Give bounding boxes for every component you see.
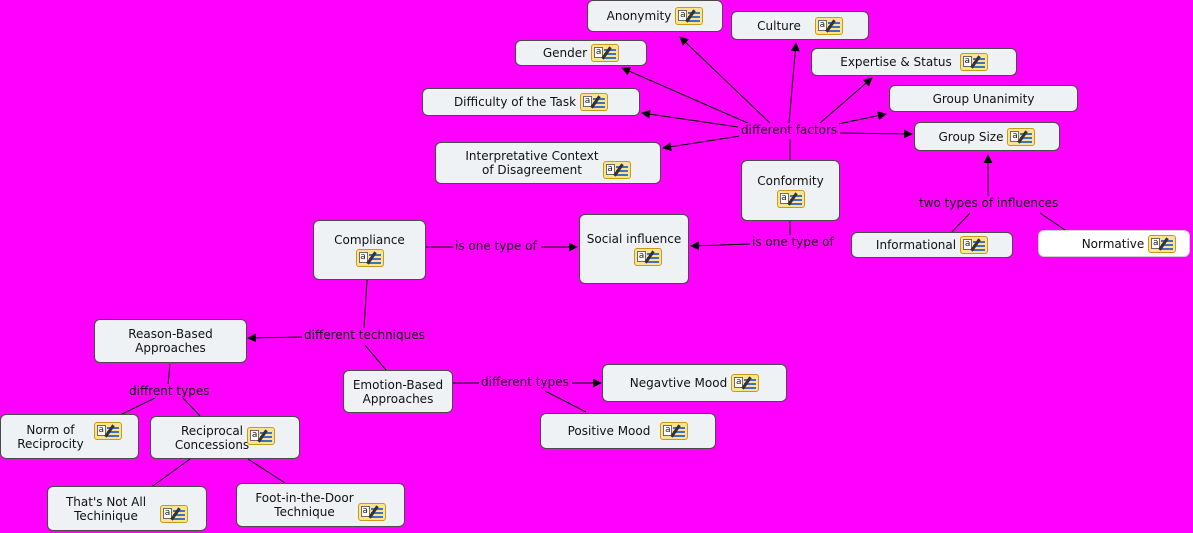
node-informational[interactable]: Informational a [851, 232, 1013, 258]
link-compliance-techniques [363, 279, 368, 329]
emotion-based-label: Emotion-Based Approaches [352, 377, 444, 406]
node-reciprocal-concessions[interactable]: Reciprocal Concessions a [150, 416, 300, 459]
arrow-to-social-influence-right [690, 241, 751, 251]
annotation-note-icon[interactable]: a [93, 421, 122, 440]
link-informational-types [951, 212, 971, 233]
node-thats-not-all[interactable]: That's Not All Techinique a [47, 486, 207, 531]
link-reason-types [167, 363, 171, 386]
link-label-different-types: different types [479, 375, 571, 389]
annotation-note-icon[interactable]: a [814, 16, 843, 35]
annotation-note-icon[interactable]: a [776, 189, 805, 208]
thats-not-all-label: That's Not All Techinique [65, 494, 147, 523]
annotation-note-icon[interactable]: a [580, 93, 609, 111]
anonymity-label: Anonymity [606, 9, 672, 23]
node-expertise-status[interactable]: Expertise & Status a [811, 48, 1017, 76]
gender-label: Gender [542, 46, 588, 60]
group-size-label: Group Size [938, 129, 1004, 144]
arrow-to-difficulty [641, 109, 739, 128]
node-normative[interactable]: Normative a [1038, 230, 1190, 257]
informational-label: Informational [875, 238, 957, 252]
annotation-note-icon[interactable]: a [160, 504, 189, 523]
node-difficulty[interactable]: Difficulty of the Task a [422, 88, 640, 116]
arrow-to-group-unanimity [837, 111, 887, 125]
node-norm-reciprocity[interactable]: Norm of Reciprocity a [0, 414, 139, 459]
annotation-note-icon[interactable]: a [1148, 234, 1177, 253]
node-gender[interactable]: Gender a [515, 40, 647, 66]
node-compliance[interactable]: Compliance a [313, 220, 426, 280]
node-negative-mood[interactable]: Negavtive Mood a [602, 364, 787, 402]
node-anonymity[interactable]: Anonymity a [587, 0, 723, 32]
link-label-different-factors: different factors [739, 123, 840, 137]
annotation-note-icon[interactable]: a [675, 7, 704, 25]
link-label-two-types: two types of influences [917, 196, 1061, 210]
conformity-label: Conformity [757, 173, 824, 188]
link-label-diffrent-types: diffrent types [127, 384, 212, 398]
annotation-note-icon[interactable]: a [731, 374, 760, 392]
annotation-note-icon[interactable]: a [1007, 127, 1036, 146]
link-techniques-emotion [364, 344, 387, 371]
link-reciprocal-thatsnotall [149, 458, 191, 489]
positive-mood-label: Positive Mood [567, 424, 651, 438]
arrow-to-culture [788, 42, 800, 124]
link-label-different-techniques: different techniques [302, 328, 427, 342]
annotation-note-icon[interactable]: a [634, 248, 662, 266]
reciprocal-concessions-label: Reciprocal Concessions [174, 423, 250, 452]
annotation-note-icon[interactable]: a [591, 44, 620, 62]
annotation-note-icon[interactable]: a [960, 236, 989, 254]
normative-label: Normative [1081, 236, 1145, 251]
arrow-to-anonymity [679, 36, 771, 124]
node-emotion-based[interactable]: Emotion-Based Approaches [343, 370, 453, 413]
node-group-unanimity[interactable]: Group Unanimity [889, 85, 1078, 112]
compliance-label: Compliance [334, 233, 405, 247]
negative-mood-label: Negavtive Mood [629, 376, 728, 390]
annotation-note-icon[interactable]: a [660, 422, 689, 440]
arrow-to-expertise [819, 77, 873, 124]
arrow-to-gender [621, 67, 751, 125]
culture-label: Culture [757, 18, 801, 33]
node-group-size[interactable]: Group Size a [914, 122, 1060, 151]
social-influence-label: Social influence [586, 232, 682, 246]
group-unanimity-label: Group Unanimity [932, 91, 1035, 106]
annotation-note-icon[interactable]: a [355, 249, 384, 267]
node-conformity[interactable]: Conformity a [741, 160, 840, 221]
annotation-note-icon[interactable]: a [602, 161, 631, 179]
link-types-positive [544, 390, 587, 413]
link-reciprocal-footinthedoor [247, 458, 286, 484]
link-types-norm [121, 397, 156, 415]
interpretative-context-label: Interpretative Context of Disagreement [465, 149, 599, 177]
link-label-is-one-type-left: is one type of [453, 239, 539, 253]
foot-in-the-door-label: Foot-in-the-Door Technique [255, 491, 354, 519]
node-positive-mood[interactable]: Positive Mood a [540, 413, 716, 449]
annotation-note-icon[interactable]: a [357, 503, 386, 521]
arrow-to-reason-based [247, 333, 303, 343]
link-label-is-one-type-right: is one type of [750, 235, 836, 249]
annotation-note-icon[interactable]: a [247, 426, 276, 445]
node-social-influence[interactable]: Social influence a [579, 214, 689, 284]
node-foot-in-the-door[interactable]: Foot-in-the-Door Technique a [236, 483, 405, 527]
node-culture[interactable]: Culture a [731, 11, 869, 40]
node-reason-based[interactable]: Reason-Based Approaches [94, 319, 247, 363]
expertise-status-label: Expertise & Status [840, 55, 952, 69]
link-types-reciprocal [182, 397, 201, 417]
norm-reciprocity-label: Norm of Reciprocity [17, 422, 84, 451]
reason-based-label: Reason-Based Approaches [128, 327, 213, 355]
link-normative-types [1039, 212, 1066, 231]
annotation-note-icon[interactable]: a [959, 53, 988, 71]
arrow-to-interpretative [662, 135, 741, 152]
arrow-to-group-size [839, 129, 913, 139]
difficulty-label: Difficulty of the Task [453, 95, 577, 109]
node-interpretative-context[interactable]: Interpretative Context of Disagreement a [435, 142, 661, 184]
